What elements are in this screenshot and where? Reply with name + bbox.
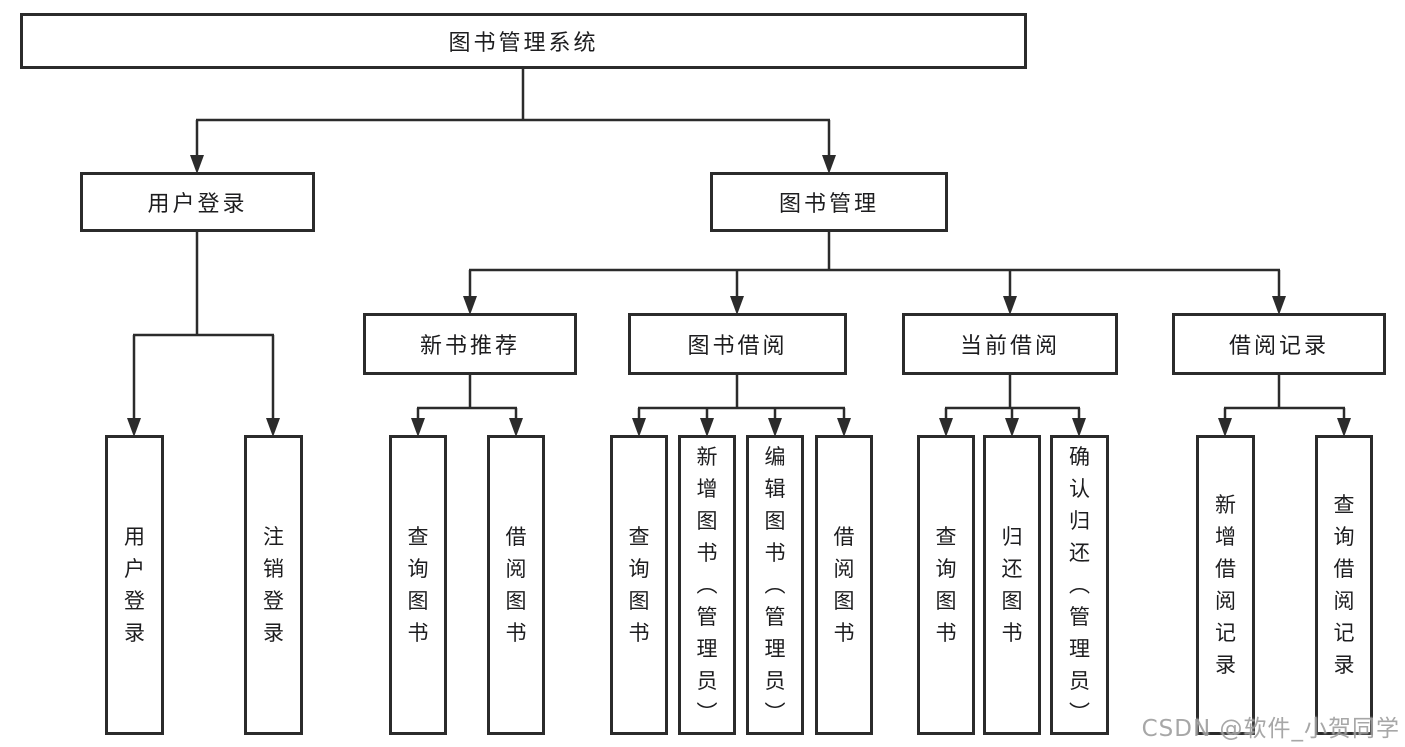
node-new-book-recommend-label: 新书推荐 [419,334,520,359]
edge-group-mgmt [463,232,1286,315]
leaf-user-login-label: 用 户 登 录 [124,525,145,645]
node-book-management: 图书管理 [710,172,948,232]
node-root: 图书管理系统 [20,13,1027,69]
edge-group-login [127,232,280,437]
leaf-newbook-query-books-label: 查 询 图 书 [407,525,429,645]
leaf-newbook-query-books: 查 询 图 书 [389,435,447,735]
node-new-book-recommend: 新书推荐 [363,313,577,375]
edge-group-borrow [632,375,851,437]
edge-group-newbook [411,375,523,437]
leaf-records-query-record: 查 询 借 阅 记 录 [1315,435,1373,735]
leaf-logout-label: 注 销 登 录 [263,525,284,645]
node-current-borrowing-label: 当前借阅 [959,334,1060,359]
edge-group-current [939,375,1086,437]
leaf-records-add-record: 新 增 借 阅 记 录 [1196,435,1255,735]
node-book-borrowing: 图书借阅 [628,313,847,375]
leaf-borrow-borrow-books: 借 阅 图 书 [815,435,873,735]
leaf-newbook-borrow-books: 借 阅 图 书 [487,435,545,735]
leaf-records-query-record-label: 查 询 借 阅 记 录 [1333,493,1355,677]
leaf-current-confirm-return-admin: 确 认 归 还 ︵ 管 理 员 ︶ [1050,435,1109,735]
leaf-newbook-borrow-books-label: 借 阅 图 书 [505,525,527,645]
leaf-borrow-edit-books-admin: 编 辑 图 书 ︵ 管 理 员 ︶ [746,435,804,735]
leaf-borrow-add-books-admin: 新 增 图 书 ︵ 管 理 员 ︶ [678,435,736,735]
leaf-records-add-record-label: 新 增 借 阅 记 录 [1215,493,1236,677]
node-root-label: 图书管理系统 [448,31,599,56]
leaf-logout: 注 销 登 录 [244,435,303,735]
leaf-borrow-borrow-books-label: 借 阅 图 书 [833,525,855,645]
leaf-current-return-books: 归 还 图 书 [983,435,1041,735]
node-borrowing-records: 借阅记录 [1172,313,1386,375]
watermark-text: CSDN @软件_小贺同学 [1141,716,1400,742]
node-book-borrowing-label: 图书借阅 [687,334,788,359]
edge-group-root [190,69,836,174]
leaf-current-confirm-return-admin-label: 确 认 归 还 ︵ 管 理 员 ︶ [1069,445,1090,725]
leaf-borrow-query-books-label: 查 询 图 书 [628,525,650,645]
node-book-management-label: 图书管理 [778,192,879,217]
leaf-current-query-books-label: 查 询 图 书 [935,525,957,645]
leaf-current-return-books-label: 归 还 图 书 [1001,525,1023,645]
leaf-borrow-edit-books-admin-label: 编 辑 图 书 ︵ 管 理 员 ︶ [764,445,786,725]
node-borrowing-records-label: 借阅记录 [1228,334,1329,359]
node-user-login-label: 用户登录 [147,192,248,217]
leaf-current-query-books: 查 询 图 书 [917,435,975,735]
edge-group-records [1218,375,1351,437]
node-current-borrowing: 当前借阅 [902,313,1118,375]
leaf-borrow-add-books-admin-label: 新 增 图 书 ︵ 管 理 员 ︶ [696,445,718,725]
leaf-borrow-query-books: 查 询 图 书 [610,435,668,735]
node-user-login: 用户登录 [80,172,315,232]
leaf-user-login: 用 户 登 录 [105,435,164,735]
